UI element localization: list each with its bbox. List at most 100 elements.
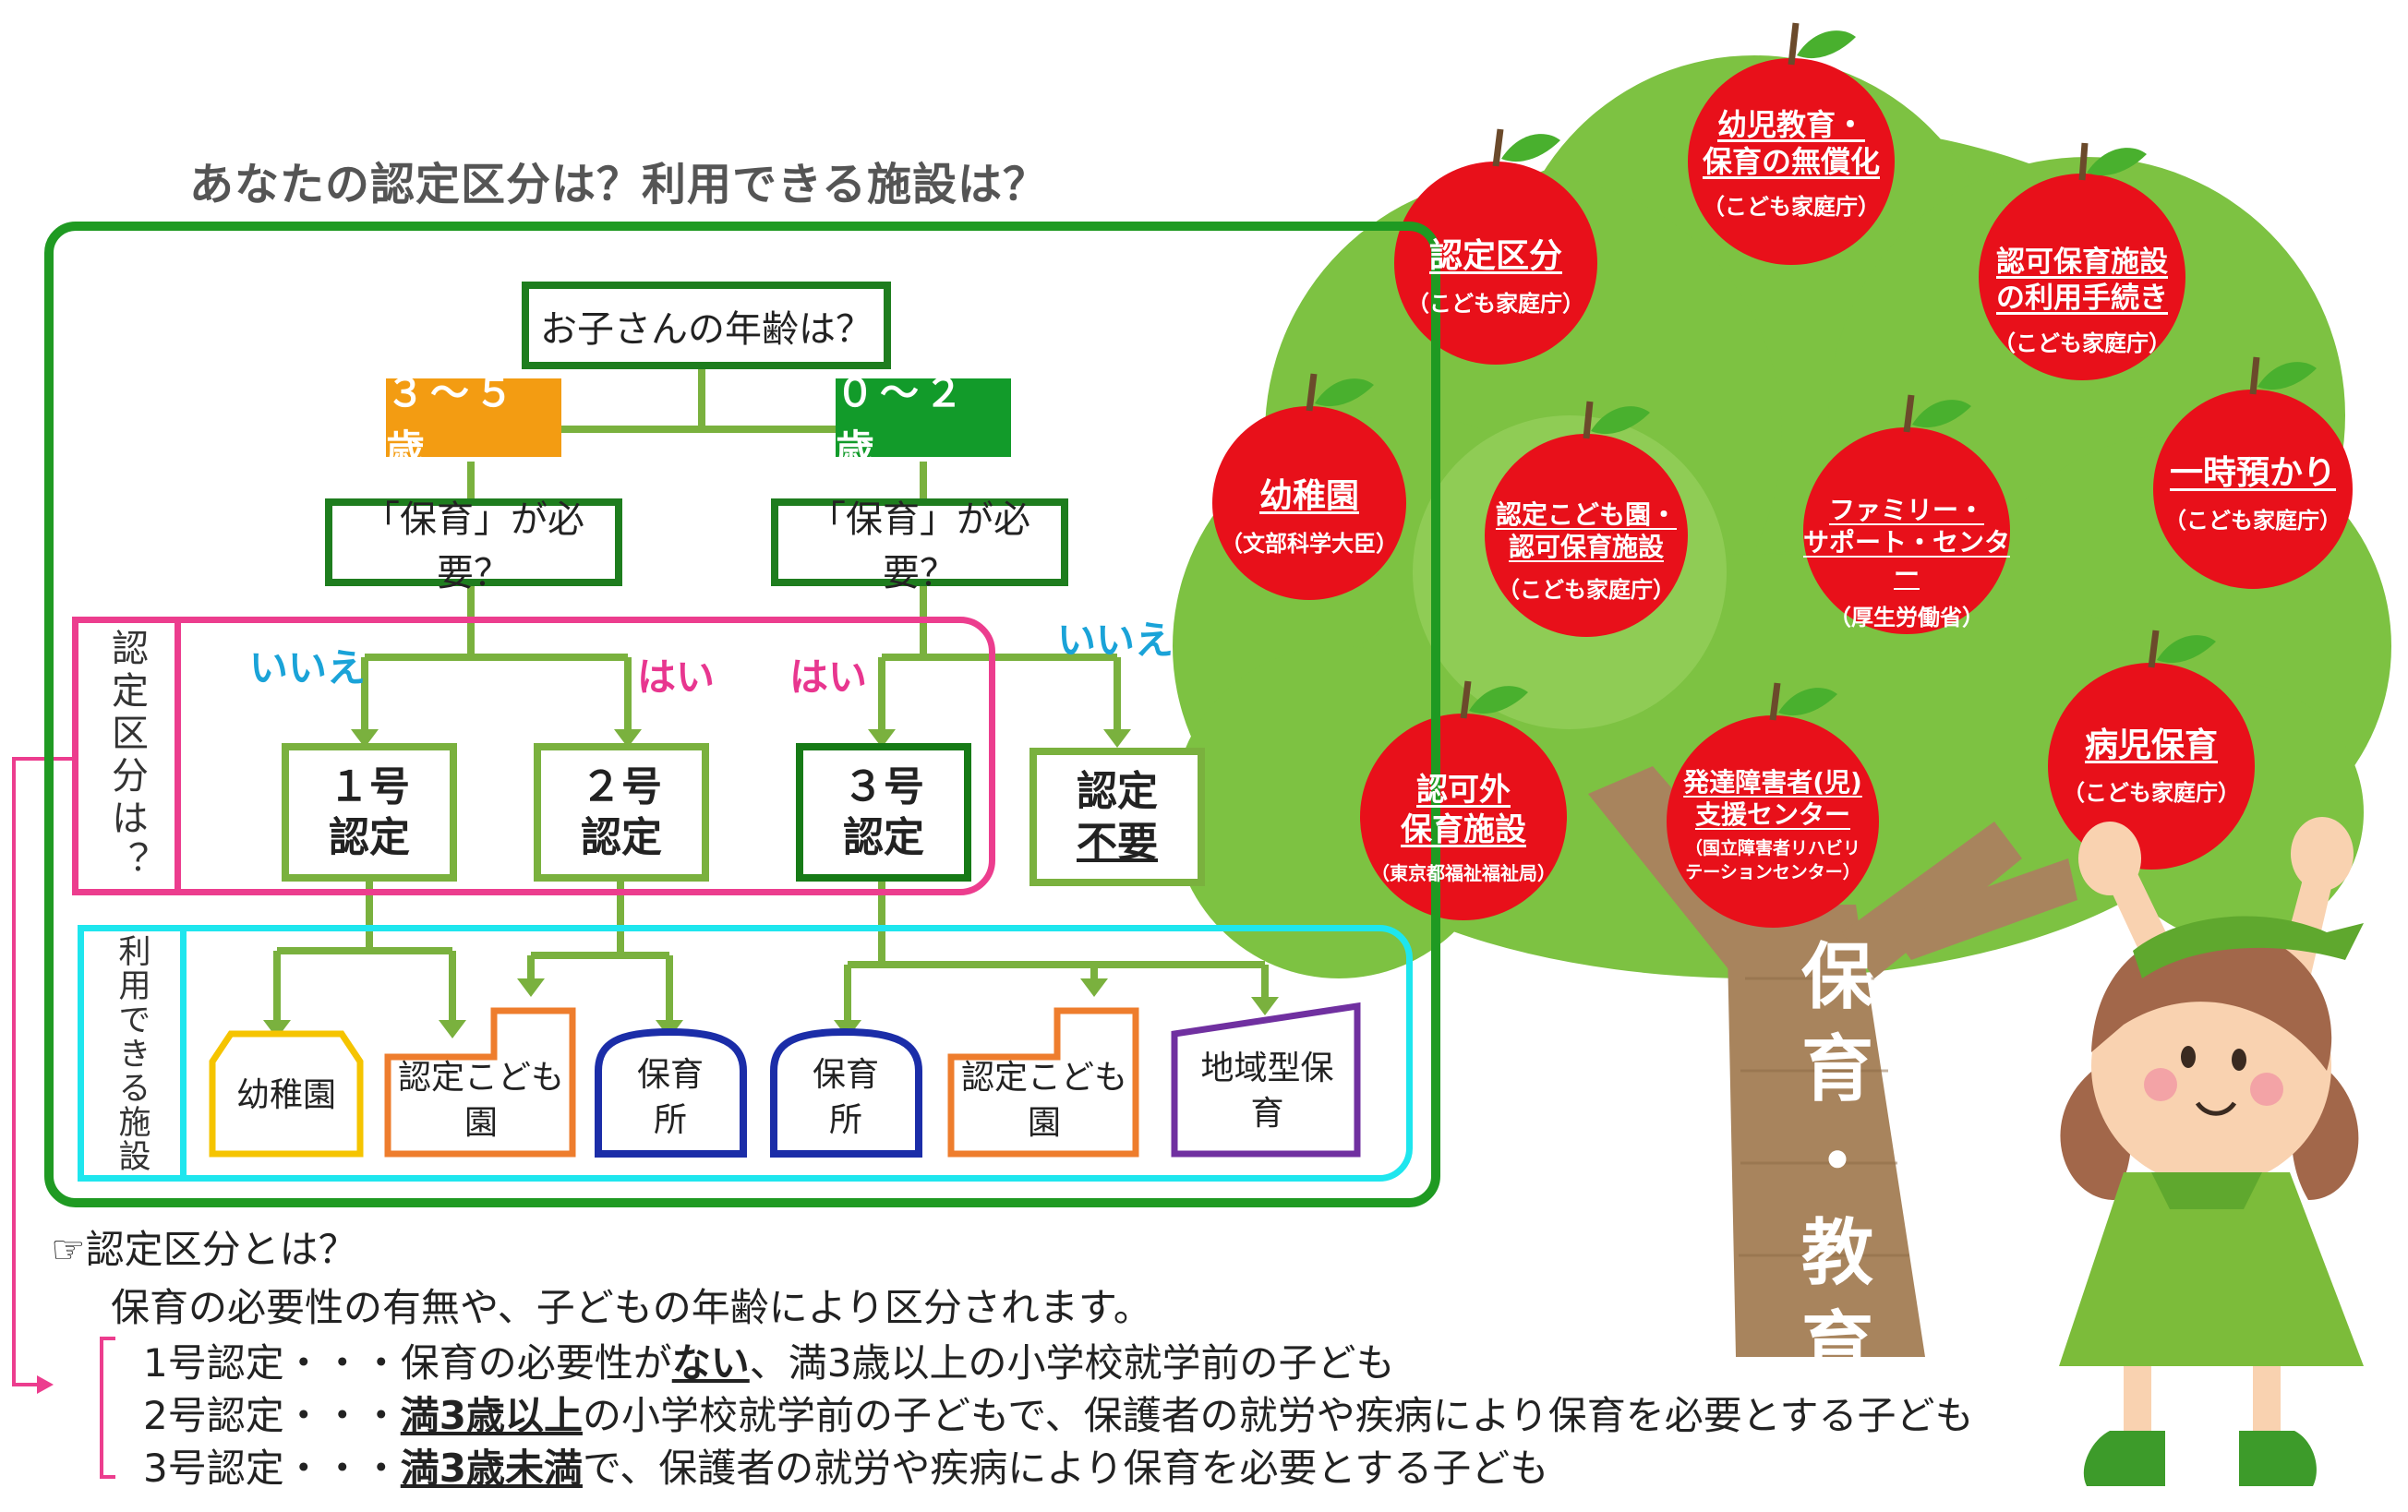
age-0-2-label: ０～２歳	[836, 369, 969, 472]
apples	[1212, 22, 2353, 928]
age-question-box: お子さんの年齢は？	[522, 282, 891, 369]
apple-mushoka-line2: 保育の無償化	[1702, 144, 1880, 179]
cert-none-line2: 不要	[1077, 819, 1158, 866]
explanation-intro: 保育の必要性の有無や、子どもの年齢により区分されます。	[111, 1285, 1152, 1330]
page-title: あなたの認定区分は？利用できる施設は？	[189, 159, 1049, 210]
cert-2-line1: ２号	[581, 763, 662, 810]
apple-youchien	[1212, 373, 1406, 600]
apple-ninkagai	[1360, 680, 1567, 920]
apple-hattatsu-sub1: （国立障害者リハビリ	[1684, 838, 1860, 858]
cert-none-box: 認定不要	[1029, 748, 1205, 886]
facility-hoikusho-a: 保育所	[637, 1056, 704, 1139]
age-3-5-label: ３～５歳	[386, 369, 520, 472]
explanation-row-1: 1号認定・・・保育の必要性がない、満3歳以上の小学校就学前の子ども	[143, 1332, 1394, 1388]
apple-tetsuzuki-text[interactable]: 認可保育施設 の利用手続き （こども家庭庁）	[1976, 245, 2188, 357]
apple-family-sub: （厚生労働省）	[1829, 605, 1984, 630]
apple-mushoka-line1: 幼児教育・	[1716, 107, 1865, 142]
need-question-left: 「保育」が必要？	[325, 498, 622, 594]
answer-no-right: いいえ	[1057, 618, 1174, 663]
apple-youchien-sub: （文部科学大臣）	[1221, 531, 1398, 557]
explanation-row-1-a: 1号認定・・・保育の必要性が	[143, 1340, 672, 1386]
age-0-2-badge: ０～２歳	[836, 370, 1011, 472]
apple-family-line2: サポート・センター	[1802, 527, 2010, 590]
explanation-row-1-c: 、満3歳以上の小学校就学前の子ども	[749, 1340, 1395, 1386]
age-question: お子さんの年齢は？	[540, 307, 873, 351]
trunk-label: 保 育 ・ 教 育	[1787, 932, 1888, 1393]
apple-kubun-sub: （こども家庭庁）	[1407, 291, 1584, 317]
apple-youchien-text[interactable]: 幼稚園 （文部科学大臣）	[1217, 475, 1402, 558]
apple-youchien-title: 幼稚園	[1258, 477, 1359, 515]
answer-no-left: いいえ	[249, 645, 367, 690]
cert-1-line2: 認定	[329, 814, 410, 861]
facility-kindergarten: 幼稚園	[235, 1076, 336, 1115]
flow-connectors	[273, 365, 1269, 1020]
trunk-char-2: 育	[1800, 1027, 1873, 1111]
cert-3-box: ３号認定	[796, 743, 971, 882]
flowchart-frame	[44, 222, 1440, 1207]
apple-tetsuzuki-line2: の利用手続き	[1996, 281, 2168, 315]
apple-mushoka-text[interactable]: 幼児教育・ 保育の無償化 （こども家庭庁）	[1690, 106, 1893, 221]
apple-byouji-text[interactable]: 病児保育 （こども家庭庁）	[2054, 725, 2248, 807]
explanation-row-1-emph: ない	[671, 1340, 750, 1386]
cert-3-line1: ３号	[843, 763, 924, 810]
apple-kodomoen-sub: （こども家庭庁）	[1498, 577, 1675, 603]
need-question-right: 「保育」が必要？	[771, 498, 1068, 594]
trunk-char-1: 保	[1800, 936, 1873, 1019]
facilities-side-text: 利用できる施設	[113, 933, 150, 1173]
apple-ichiji-title: 一時預かり	[2169, 454, 2336, 492]
age-3-5-badge: ３～５歳	[386, 370, 561, 472]
answer-yes-right: はい	[789, 654, 868, 700]
facility-kodomoen-b: 認定こども園	[960, 1058, 1127, 1142]
facility-kodomoen-a: 認定こども園	[397, 1058, 564, 1142]
facility-chiiki: 地域型保育	[1200, 1049, 1334, 1133]
cert-none-line1: 認定	[1077, 768, 1158, 815]
cert-1-line1: １号	[329, 763, 410, 810]
kindergarten-shape	[209, 1030, 364, 1158]
chiiki-shape	[1171, 1002, 1361, 1158]
cert-3-line2: 認定	[843, 814, 924, 861]
explanation-row-2-emph: 満3歳以上	[400, 1393, 583, 1438]
apple-tetsuzuki-sub: （こども家庭庁）	[1993, 330, 2171, 356]
apple-family	[1803, 394, 2010, 634]
explanation-row-3-c: で、保護者の就労や疾病により保育を必要とする子ども	[582, 1446, 1549, 1491]
facility-hoikusho-b: 保育所	[813, 1056, 880, 1139]
facilities-side-label: 利用できる施設	[78, 925, 187, 1182]
apple-hattatsu-text[interactable]: 発達障害者(児) 支援センター （国立障害者リハビリ テーションセンター）	[1667, 766, 1879, 884]
explanation-row-2: 2号認定・・・満3歳以上の小学校就学前の子どもで、保護者の就労や疾病により保育を…	[143, 1385, 1974, 1441]
apple-hattatsu-line1: 発達障害者(児)	[1683, 767, 1862, 798]
need-question-left-text: 「保育」が必要？	[363, 498, 584, 594]
answer-yes-left: はい	[637, 654, 716, 700]
apple-ninkagai-text[interactable]: 認可外 保育施設 （東京都福祉福祉局）	[1362, 771, 1565, 885]
trunk-char-3: ・	[1800, 1120, 1873, 1204]
apple-hattatsu-sub2: テーションセンター）	[1685, 861, 1860, 882]
girl-illustration	[2059, 817, 2364, 1486]
apple-ichiji-text[interactable]: 一時預かり （こども家庭庁）	[2156, 452, 2350, 534]
apple-ichiji	[2153, 356, 2353, 589]
kodomoen-shape-b	[947, 1007, 1139, 1158]
pink-pointer-arrow	[12, 757, 72, 1386]
certification-side-text: 認定区分は？	[105, 629, 148, 883]
apple-hattatsu-line2: 支援センター	[1694, 799, 1850, 830]
apple-mushoka-sub: （こども家庭庁）	[1703, 194, 1880, 220]
need-question-right-text: 「保育」が必要？	[809, 498, 1030, 594]
apple-kodomoen-text[interactable]: 認定こども園・ 認可保育施設 （こども家庭庁）	[1482, 498, 1691, 604]
apple-kubun-text[interactable]: 認定区分 （こども家庭庁）	[1403, 235, 1588, 318]
kodomoen-shape-a	[384, 1007, 576, 1158]
explanation-heading: ☞認定区分とは？	[51, 1227, 357, 1272]
hoikusho-shape-a	[595, 1027, 747, 1158]
hoikusho-shape-b	[770, 1027, 922, 1158]
apple-ninkagai-line2: 保育施設	[1401, 810, 1526, 848]
cert-1-box: １号認定	[282, 743, 457, 882]
apple-ichiji-sub: （こども家庭庁）	[2164, 508, 2342, 534]
apple-kubun	[1394, 128, 1597, 365]
apple-byouji	[2048, 630, 2255, 870]
apple-byouji-title: 病児保育	[2084, 726, 2218, 764]
explanation-row-2-c: の小学校就学前の子どもで、保護者の就労や疾病により保育を必要とする子ども	[582, 1393, 1974, 1438]
apple-family-text[interactable]: ファミリー・ サポート・センター （厚生労働省）	[1800, 494, 2013, 631]
apple-kodomoen-line2: 認可保育施設	[1508, 532, 1664, 562]
apple-kodomoen	[1485, 401, 1688, 637]
apple-ninkagai-line1: 認可外	[1416, 772, 1511, 809]
apple-kubun-title: 認定区分	[1428, 237, 1562, 275]
apple-tetsuzuki-line1: 認可保育施設	[1996, 246, 2168, 279]
